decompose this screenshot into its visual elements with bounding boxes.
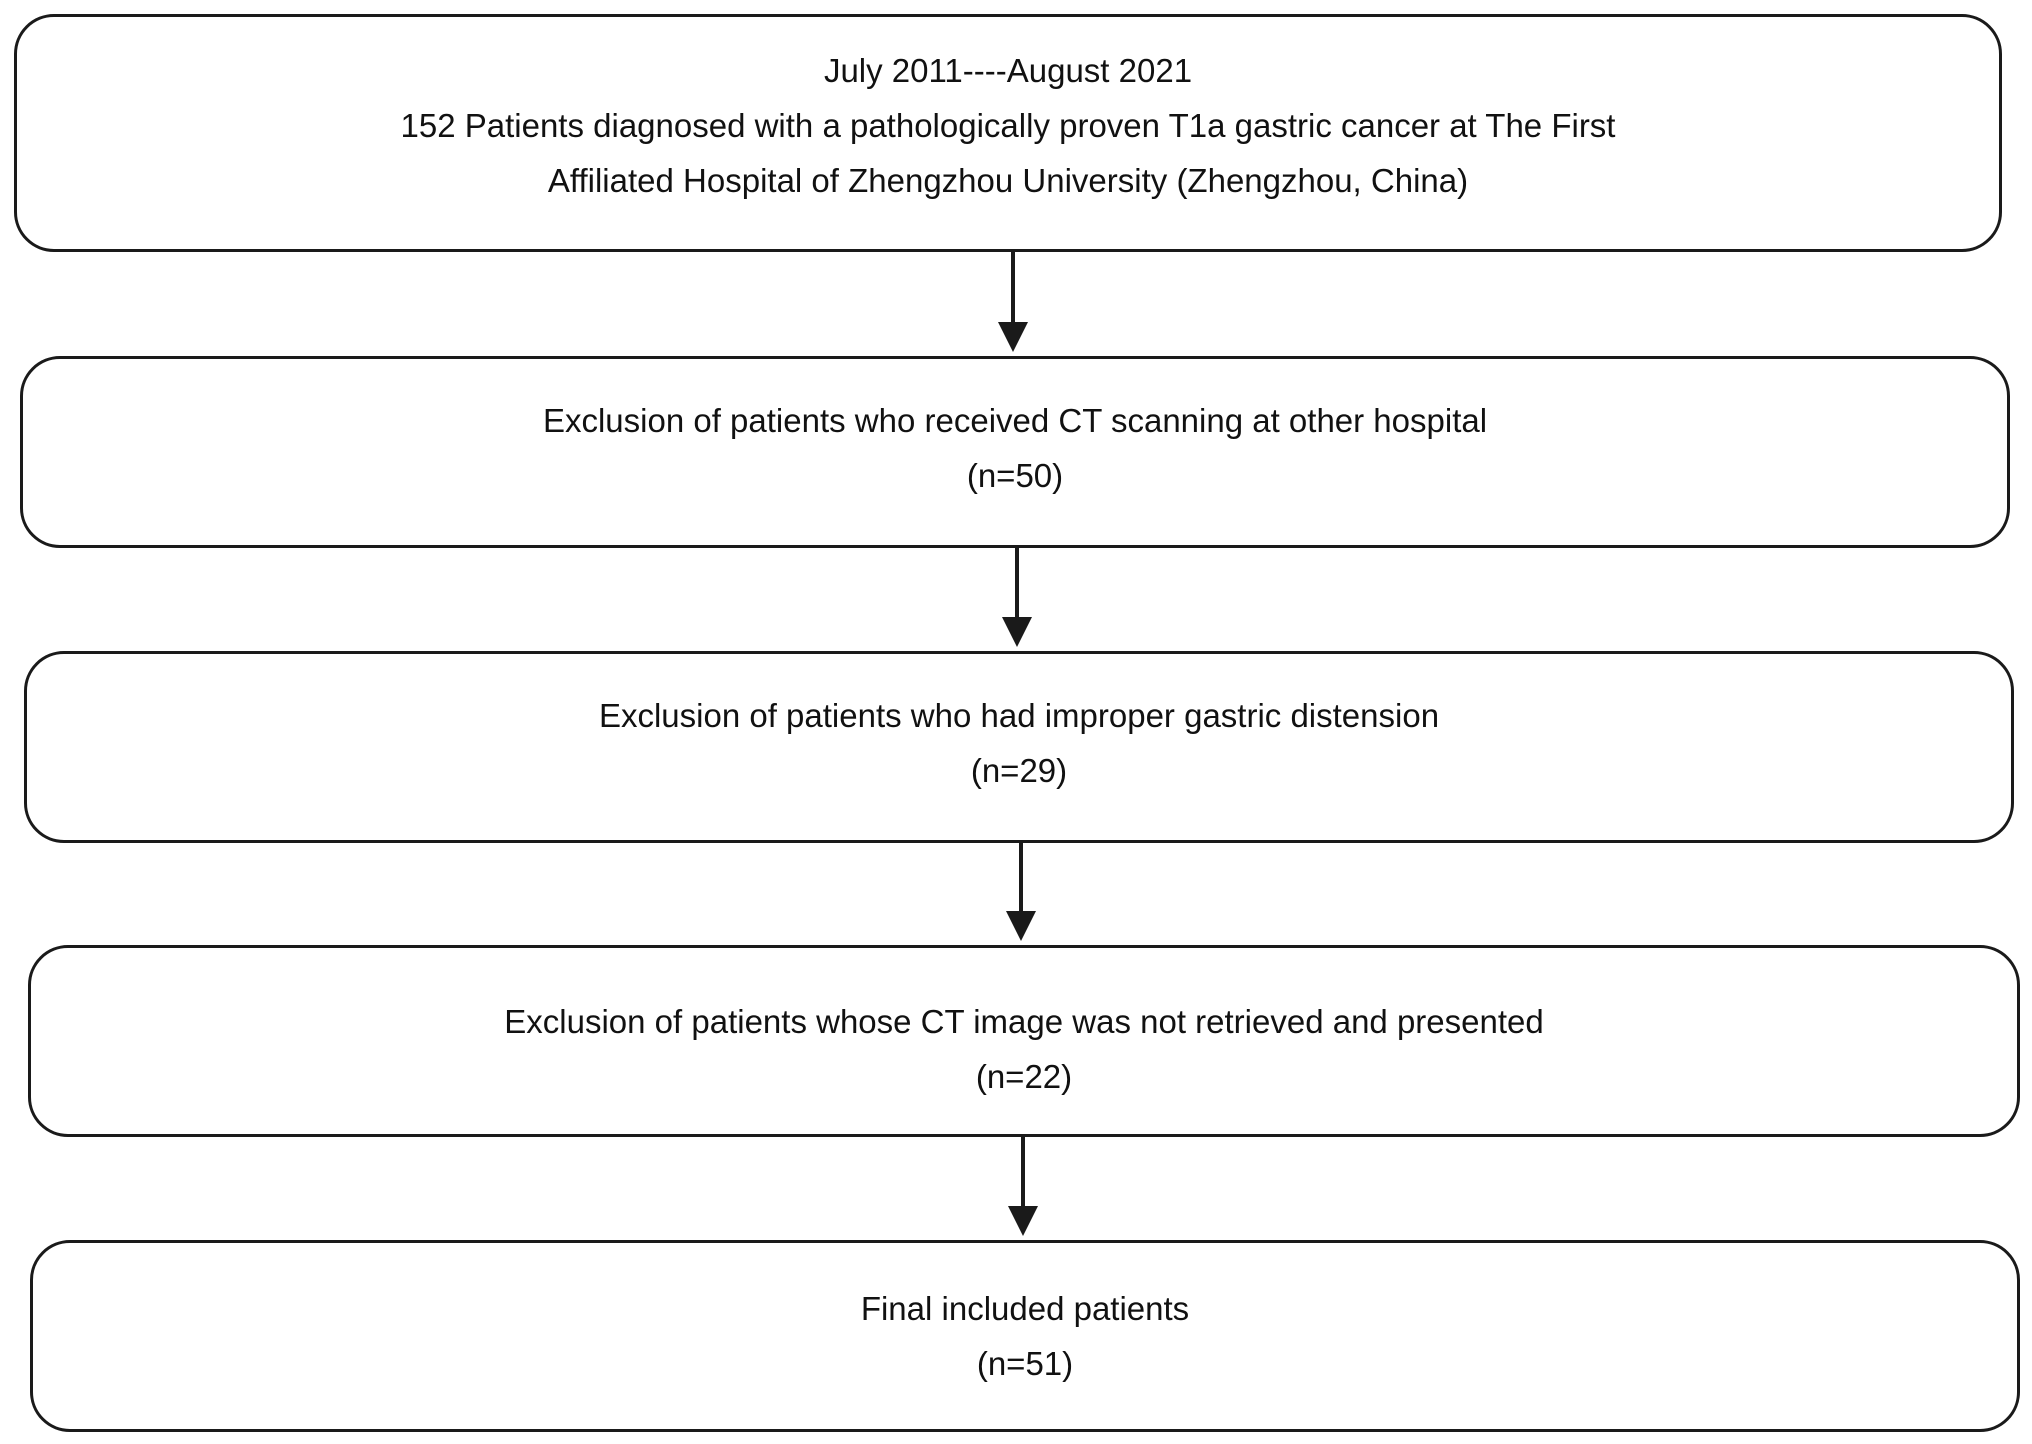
- exclusion-ct-other-hospital-box: Exclusion of patients who received CT sc…: [20, 356, 2010, 548]
- exclusion-ct-not-retrieved-box: Exclusion of patients whose CT image was…: [28, 945, 2020, 1137]
- cohort-description-line-1: 152 Patients diagnosed with a pathologic…: [400, 107, 1616, 144]
- exclusion-ct-not-retrieved-label: Exclusion of patients whose CT image was…: [504, 1003, 1544, 1040]
- exclusion-ct-other-hospital-label: Exclusion of patients who received CT sc…: [542, 402, 1488, 439]
- cohort-description-line-2: Affiliated Hospital of Zhengzhou Univers…: [547, 162, 1469, 199]
- final-included-label: Final included patients: [860, 1290, 1190, 1327]
- arrow-box1-to-box2: [998, 252, 1028, 352]
- exclusion-gastric-distension-count: (n=29): [970, 752, 1068, 789]
- cohort-box: July 2011----August 2021 152 Patients di…: [14, 14, 2002, 252]
- exclusion-gastric-distension-label: Exclusion of patients who had improper g…: [598, 697, 1440, 734]
- exclusion-gastric-distension-box: Exclusion of patients who had improper g…: [24, 651, 2014, 843]
- arrow-box3-to-box4: [1006, 843, 1036, 941]
- exclusion-ct-other-hospital-count: (n=50): [966, 457, 1064, 494]
- cohort-period: July 2011----August 2021: [823, 52, 1193, 89]
- final-included-box: Final included patients (n=51): [30, 1240, 2020, 1432]
- arrow-box2-to-box3: [1002, 548, 1032, 647]
- final-included-count: (n=51): [976, 1345, 1074, 1382]
- exclusion-ct-not-retrieved-count: (n=22): [975, 1058, 1073, 1095]
- arrow-box4-to-box5: [1008, 1137, 1038, 1236]
